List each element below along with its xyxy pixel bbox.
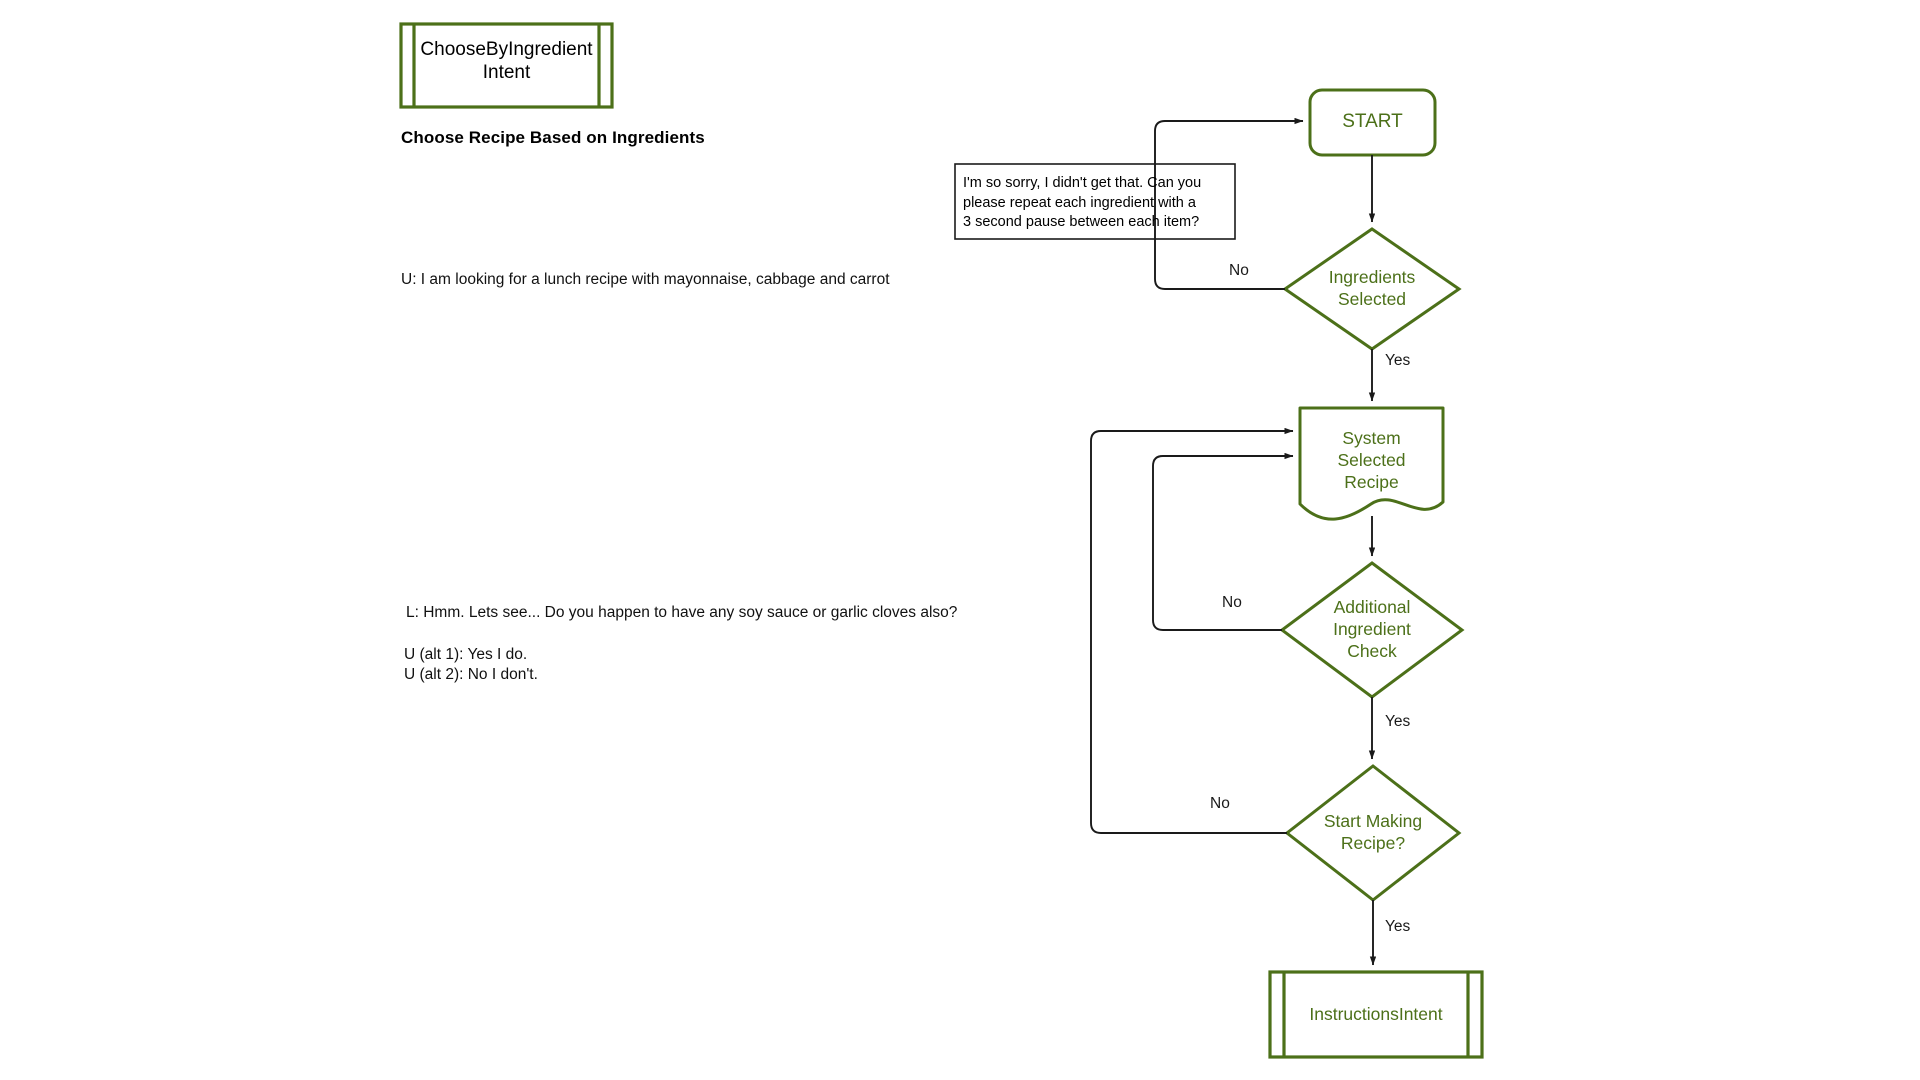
edge-ingredients-no-to-start bbox=[1154, 117, 1304, 290]
additional-ingredient-check-label: Additional Ingredient Check bbox=[1292, 596, 1452, 662]
ingredients-selected-label-line2: Selected bbox=[1337, 289, 1407, 309]
system-selected-recipe-label: System Selected Recipe bbox=[1300, 427, 1443, 493]
intent-box-label: ChooseByIngredient Intent bbox=[401, 38, 612, 84]
instructions-intent-shape[interactable] bbox=[1268, 970, 1484, 1059]
note-line-2: please repeat each ingredient with a bbox=[963, 194, 1196, 211]
ingredients-selected-label: Ingredients Selected bbox=[1292, 266, 1452, 310]
edge-label-ingredients-yes: Yes bbox=[1385, 352, 1411, 369]
note-line-3: 3 second pause between each item? bbox=[963, 214, 1200, 230]
edge-additional-no-loop bbox=[1152, 452, 1294, 631]
transcript-assistant-reply: L: Hmm. Lets see... Do you happen to hav… bbox=[406, 604, 958, 621]
ingredients-selected-label-line1: Ingredients bbox=[1328, 267, 1416, 287]
transcript-user-alt-1: U (alt 1): Yes I do. bbox=[404, 646, 528, 663]
note-line-1: I'm so sorry, I didn't get that. Can you bbox=[963, 175, 1202, 191]
note-box-text: I'm so sorry, I didn't get that. Can you… bbox=[963, 174, 1231, 233]
additional-ingredient-check-label-line3: Check bbox=[1347, 641, 1397, 661]
system-selected-recipe-shape[interactable] bbox=[1298, 406, 1445, 521]
start-making-recipe-label-line1: Start Making bbox=[1323, 811, 1423, 831]
instructions-intent-label: InstructionsIntent bbox=[1309, 1004, 1443, 1024]
edge-label-additional-yes: Yes bbox=[1385, 713, 1411, 730]
transcript-user-opening: U: I am looking for a lunch recipe with … bbox=[401, 271, 890, 288]
intent-box-label-line1: ChooseByIngredient bbox=[420, 39, 593, 60]
edge-label-start-making-yes: Yes bbox=[1385, 918, 1411, 935]
intent-box-label-line2: Intent bbox=[482, 62, 531, 83]
system-selected-recipe-label-line2: Selected bbox=[1337, 450, 1406, 470]
additional-ingredient-check-label-line2: Ingredient bbox=[1333, 619, 1411, 639]
edge-label-additional-no: No bbox=[1222, 594, 1242, 611]
start-making-recipe-label: Start Making Recipe? bbox=[1288, 810, 1458, 854]
note-box-shape bbox=[954, 163, 1236, 240]
edge-start-making-no-loop bbox=[1090, 427, 1294, 834]
edge-label-start-making-no: No bbox=[1210, 795, 1230, 812]
additional-ingredient-check-label-line1: Additional bbox=[1333, 597, 1411, 617]
system-selected-recipe-label-line3: Recipe bbox=[1344, 472, 1399, 492]
edge-label-ingredients-no: No bbox=[1229, 262, 1249, 279]
start-making-recipe-label-line2: Recipe? bbox=[1340, 833, 1406, 853]
system-selected-recipe-label-line1: System bbox=[1342, 428, 1401, 448]
intent-box-shape[interactable] bbox=[399, 22, 614, 109]
start-node-label: START bbox=[1342, 111, 1403, 132]
transcript-user-alt-2: U (alt 2): No I don't. bbox=[404, 666, 538, 683]
page-title: Choose Recipe Based on Ingredients bbox=[401, 128, 705, 147]
